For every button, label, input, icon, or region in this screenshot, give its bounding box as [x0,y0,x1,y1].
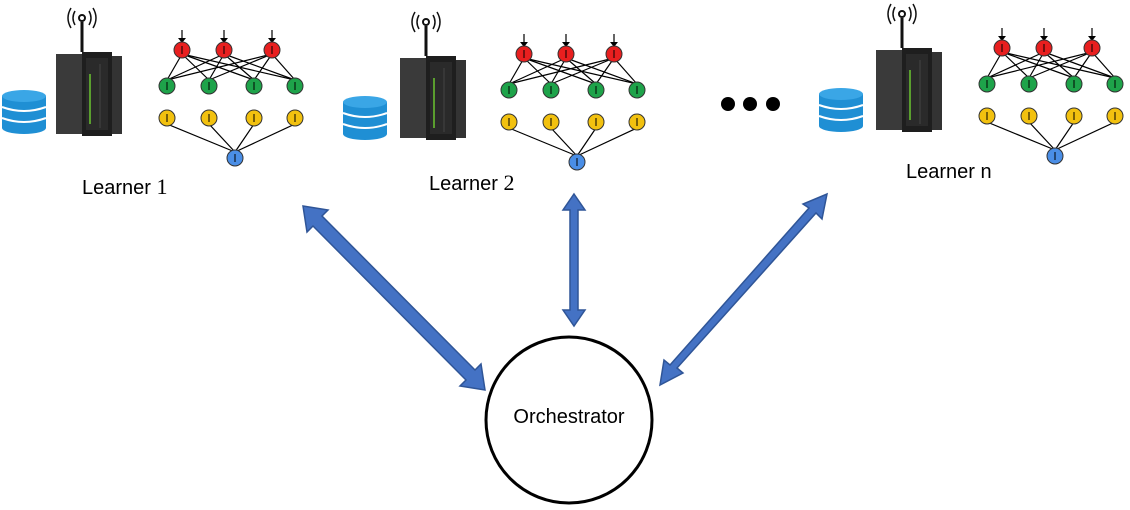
ellipsis-dots [721,97,780,111]
server-tower-icon [54,6,124,138]
server-tower-icon [874,2,944,134]
arrow-learner-2-orchestrator [561,192,587,328]
database-icon [818,87,864,133]
learner-1-label: Learner 1 [82,174,168,199]
learner-2-group [342,10,646,171]
learner-2-label: Learner 2 [429,170,515,195]
arrow-learner-n-orchestrator [659,192,829,387]
orchestrator-circle [484,335,654,505]
orchestrator-label: Orchestrator [513,406,625,428]
learner-n-label: Learner n [906,161,992,183]
learner-n-group [818,2,1124,165]
arrow-learner-1-orchestrator [302,205,486,391]
learner-1-group [1,6,304,167]
database-icon [1,89,47,135]
neural-network-icon [158,29,304,167]
database-icon [342,95,388,141]
neural-network-icon [500,33,646,171]
server-tower-icon [398,10,468,142]
neural-network-icon [978,27,1124,165]
